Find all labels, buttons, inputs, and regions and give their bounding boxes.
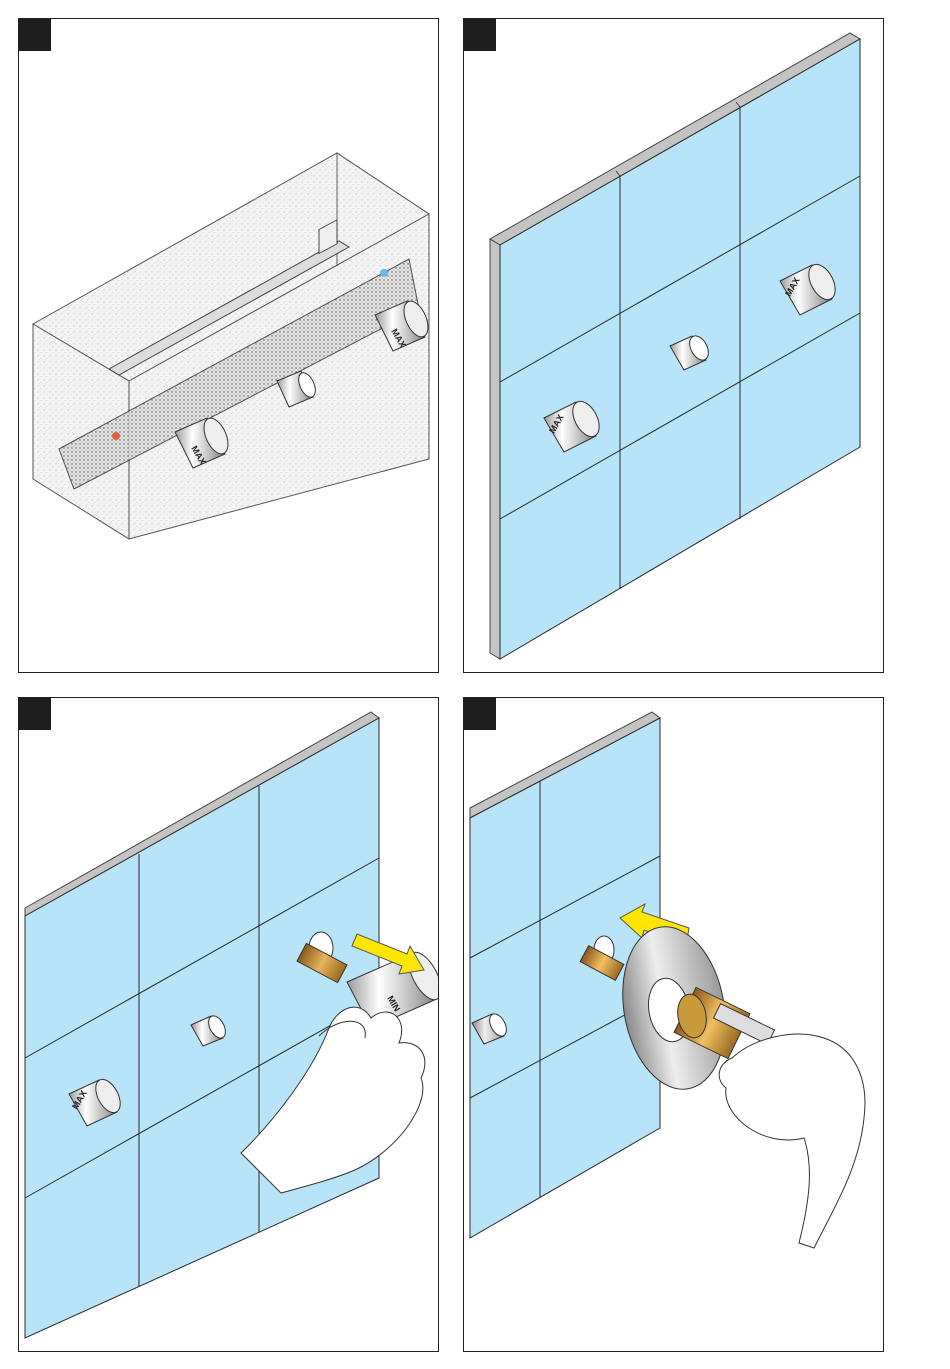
panel-1: MAX MAX [18, 18, 439, 673]
panel-2: MAX MAX [463, 18, 884, 673]
hot-marker [112, 432, 120, 440]
wall-edge-side [490, 239, 500, 659]
hand-icon [719, 1034, 865, 1248]
step-marker-3 [19, 698, 51, 730]
rough-in-illustration: MAX MAX [19, 19, 439, 673]
step-marker-4 [464, 698, 496, 730]
step-marker-1 [19, 19, 51, 51]
insert-sleeve-illustration [464, 698, 884, 1352]
tiled-wall-illustration: MAX MAX [464, 19, 884, 673]
step-marker-2 [464, 19, 496, 51]
cold-marker [380, 269, 388, 277]
remove-handle-illustration: MAX MIN [19, 698, 439, 1352]
panel-3: MAX MIN [18, 697, 439, 1352]
panel-4 [463, 697, 884, 1352]
